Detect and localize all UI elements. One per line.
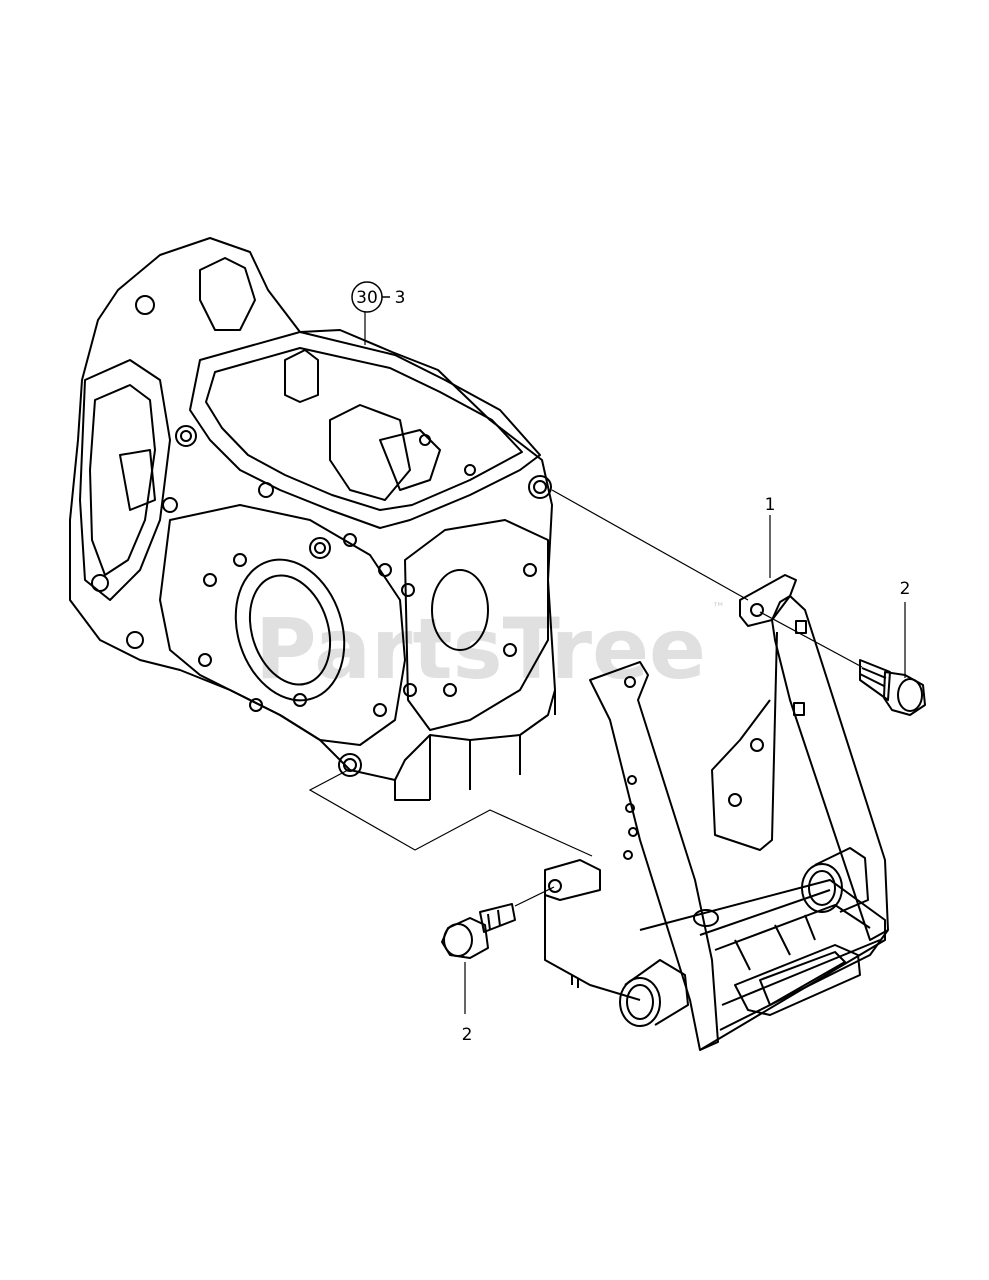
leader-lines: [308, 312, 906, 1014]
watermark-text: PartsTree: [255, 600, 706, 698]
mounting-bracket: [544, 574, 889, 1051]
transmission-case: [69, 237, 556, 801]
leader-bolt-right-axis: [759, 611, 863, 668]
callout-ref-group: 30: [356, 288, 378, 308]
bolt-right: [859, 659, 926, 716]
watermark-trademark: ™: [712, 601, 725, 616]
leader-case-to-lower-flange: [308, 769, 593, 857]
callout-ref-item: 3: [395, 288, 406, 308]
bolt-left: [441, 903, 516, 959]
callout-bracket: 1: [765, 495, 776, 515]
leader-case-to-bracket: [551, 489, 749, 601]
callout-bolt-left: 2: [462, 1025, 473, 1045]
callouts: 30 3 1 2 2: [351, 281, 911, 1045]
callout-bolt-right: 2: [900, 579, 911, 599]
leader-bolt-left-axis: [514, 886, 555, 907]
